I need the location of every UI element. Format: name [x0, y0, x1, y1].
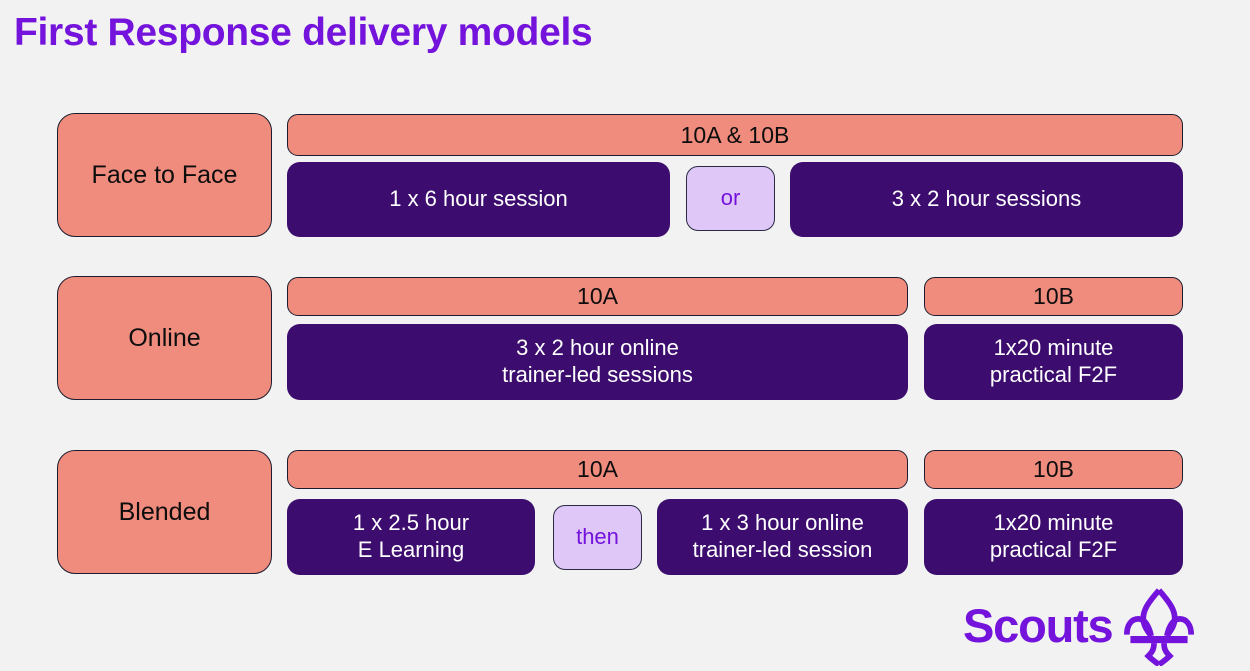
- cell-face-to-face-2: 3 x 2 hour sessions: [790, 162, 1183, 237]
- row-header-online-10a: 10A: [287, 277, 908, 316]
- row-header-10a-10b: 10A & 10B: [287, 114, 1183, 156]
- cell-text: 3 x 2 hour sessions: [891, 186, 1082, 212]
- scouts-logo: Scouts: [963, 586, 1194, 666]
- row-label-face-to-face: Face to Face: [57, 113, 272, 237]
- scouts-wordmark: Scouts: [963, 599, 1114, 652]
- cell-line-2: trainer-led session: [692, 537, 873, 562]
- cell-line-2: practical F2F: [989, 362, 1118, 387]
- connector-text: or: [720, 185, 741, 211]
- cell-line-1: 1 x 3 hour online: [701, 510, 864, 536]
- row-header-text: 10A & 10B: [680, 121, 790, 148]
- row-header-online-10b: 10B: [924, 277, 1183, 316]
- connector-or: or: [686, 166, 775, 231]
- row-header-text: 10B: [1033, 283, 1074, 310]
- cell-line-1: 1x20 minute: [993, 510, 1114, 536]
- row-header-blended-10a: 10A: [287, 450, 908, 489]
- cell-line-2: trainer-led sessions: [502, 362, 693, 387]
- cell-line-2: E Learning: [357, 537, 465, 562]
- row-header-text: 10A: [577, 283, 618, 310]
- row-header-text: 10B: [1033, 456, 1074, 483]
- connector-then: then: [553, 505, 642, 570]
- row-label-text: Face to Face: [91, 160, 238, 189]
- cell-text: 1 x 6 hour session: [389, 186, 568, 212]
- cell-line-1: 1 x 2.5 hour: [352, 510, 470, 536]
- cell-line-1: 3 x 2 hour online: [516, 335, 679, 361]
- cell-line-2: practical F2F: [989, 537, 1118, 562]
- cell-face-to-face-1: 1 x 6 hour session: [287, 162, 670, 237]
- connector-text: then: [576, 524, 619, 550]
- row-label-text: Blended: [118, 497, 211, 526]
- row-header-blended-10b: 10B: [924, 450, 1183, 489]
- row-label-blended: Blended: [57, 450, 272, 574]
- cell-line-1: 1x20 minute: [993, 335, 1114, 361]
- row-label-online: Online: [57, 276, 272, 400]
- fleur-de-lis-icon: [1124, 588, 1194, 666]
- row-label-text: Online: [128, 323, 201, 352]
- row-header-text: 10A: [577, 456, 618, 483]
- page-title: First Response delivery models: [14, 11, 593, 54]
